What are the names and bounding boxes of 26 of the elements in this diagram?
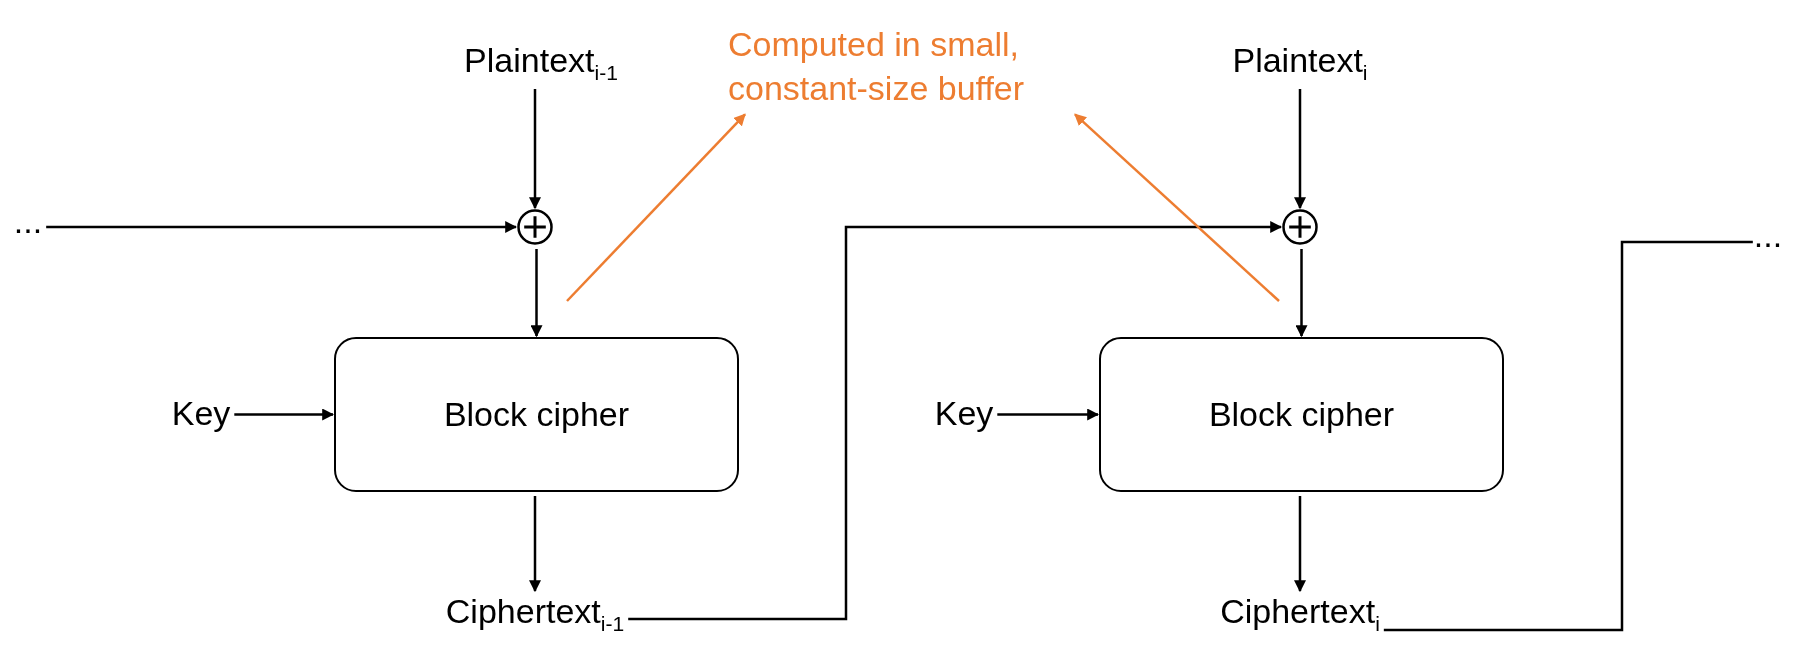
arrow <box>1294 496 1306 593</box>
input-label: Plaintext$_{i}$ <box>1232 41 1368 85</box>
key-label: Key <box>934 394 994 434</box>
arrow <box>628 221 1283 621</box>
arrow <box>1294 89 1306 210</box>
connector-line <box>1383 240 1753 632</box>
output-label: Ciphertext$_{i-1}$ <box>445 592 625 636</box>
leader-arrow <box>566 113 746 302</box>
leader-arrow <box>1074 113 1280 302</box>
arrow <box>46 221 518 233</box>
box-label: Block cipher <box>1208 395 1395 434</box>
output-label: Ciphertext$_{i}$ <box>1220 592 1380 636</box>
ellipsis-label: ... <box>1753 216 1783 256</box>
arrow <box>1295 249 1308 338</box>
arrow <box>234 408 335 421</box>
process-box <box>1099 337 1504 492</box>
box-label: Block cipher <box>443 395 630 434</box>
input-label: Plaintext$_{i-1}$ <box>464 41 618 85</box>
process-box <box>334 337 739 492</box>
arrow <box>529 496 541 593</box>
ellipsis-label: ... <box>13 202 43 242</box>
key-label: Key <box>171 394 231 434</box>
arrow <box>529 89 541 210</box>
arrow <box>530 249 543 338</box>
annotation-text: Computed in small, constant-size buffer <box>728 22 1168 111</box>
arrow <box>997 408 1100 421</box>
